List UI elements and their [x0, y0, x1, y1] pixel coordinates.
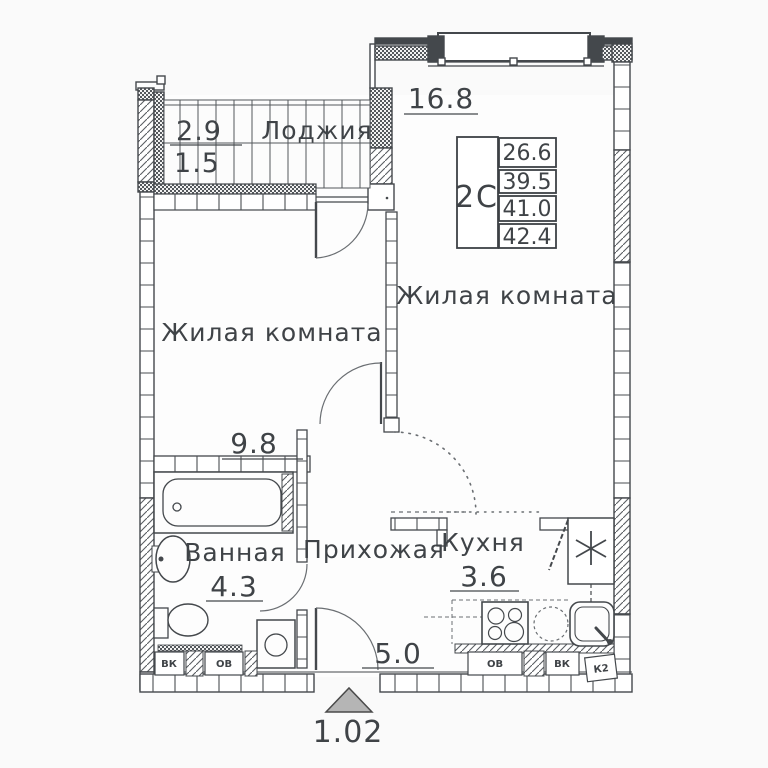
- table-value-1: 26.6: [503, 141, 552, 166]
- utility-risers-left: [154, 644, 258, 677]
- utility-label-vk-left: ВК: [161, 659, 178, 670]
- washing-machine: [256, 619, 296, 669]
- bathroom-door: [259, 563, 308, 612]
- bathtub: [153, 471, 294, 534]
- utility-label-vk-right: ВК: [554, 659, 571, 670]
- vent-shaft: [548, 517, 615, 612]
- utility-label-ov-right: ОВ: [487, 659, 503, 670]
- kitchen-sink: [569, 601, 615, 647]
- exterior-walls: [135, 32, 633, 693]
- bathroom-sink: [151, 535, 191, 583]
- table-value-3: 41.0: [503, 197, 552, 222]
- stove: [481, 601, 529, 645]
- table-value-2: 39.5: [503, 170, 552, 195]
- table-value-4: 42.4: [503, 225, 552, 250]
- room-label-kitchen: Кухня: [441, 528, 525, 557]
- entrance-arrow-icon: [324, 686, 374, 713]
- utility-risers-right: [467, 650, 619, 683]
- interior-partitions: [153, 211, 569, 669]
- apartment-type-label: 2С: [455, 180, 499, 215]
- entrance-width-label: 1.02: [313, 715, 384, 750]
- bathroom-area: 4.3: [210, 570, 258, 603]
- room-label-bathroom: Ванная: [184, 538, 286, 567]
- loggia-room-wall: [153, 183, 368, 211]
- loggia-area-total: 2.9: [176, 116, 222, 147]
- room-label-living-large: Жилая комната: [396, 281, 617, 310]
- room-door: [319, 362, 383, 425]
- area-info-table: [456, 136, 557, 249]
- utility-label-k2: К2: [593, 663, 609, 676]
- hallway-area: 5.0: [374, 637, 422, 670]
- room-label-hallway: Прихожая: [303, 535, 445, 564]
- room-label-loggia: Лоджия: [261, 116, 372, 145]
- entrance-door: [314, 607, 379, 671]
- balcony-door: [314, 202, 369, 259]
- hallway-opening-arc: [391, 431, 541, 515]
- kitchen-area: 3.6: [460, 560, 508, 593]
- utility-label-ov-left: ОВ: [216, 659, 232, 670]
- toilet: [153, 603, 209, 639]
- appliance-placeholder-circle: [533, 606, 569, 642]
- living-large-area: 16.8: [408, 82, 474, 115]
- loggia-area-counted: 1.5: [174, 148, 220, 179]
- loggia-glazing: [163, 99, 371, 189]
- living-small-area: 9.8: [230, 427, 278, 460]
- room-label-living-small: Жилая комната: [161, 318, 382, 347]
